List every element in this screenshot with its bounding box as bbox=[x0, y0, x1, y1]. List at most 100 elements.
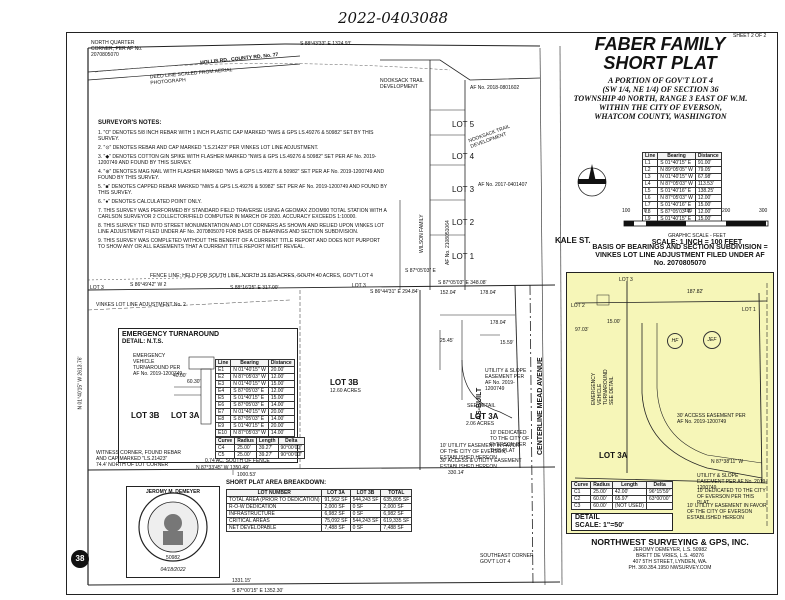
table-cell: 14.00' bbox=[267, 401, 295, 409]
table-cell: 113.53' bbox=[694, 180, 722, 188]
detail-dim: N 87°38'11" W bbox=[711, 459, 744, 465]
table-row: TOTAL AREA (PRIOR TO DEDICATION)91,562 S… bbox=[225, 496, 413, 504]
desc-line: WITHIN THE CITY OF EVERSON, bbox=[599, 103, 722, 112]
table-cell: 90°00'00" bbox=[277, 444, 305, 452]
wilson-family-label: WILSON FAMILY bbox=[419, 214, 425, 253]
graphic-scale: 100 0 100 200 300 GRAPHIC SCALE - FEET S… bbox=[622, 208, 772, 247]
table-cell: 25.00' bbox=[234, 444, 257, 452]
emergency-label: EMERGENCY VEHICLE TURNAROUND PER AF No. … bbox=[133, 353, 183, 377]
sheet-label: SHEET 2 OF 2 bbox=[733, 33, 767, 39]
bearing-b4: S 86°49'42" W 2 bbox=[130, 282, 167, 288]
surveyor-notes-heading: SURVEYOR'S NOTES: bbox=[98, 120, 162, 126]
detail-linework bbox=[574, 281, 768, 528]
bearing-b10: 152.04' bbox=[440, 290, 457, 296]
note-item: 2. "⊙" DENOTES REBAR AND CAP MARKED "LS.… bbox=[98, 145, 319, 151]
table-cell: NET DEVELOPABLE bbox=[225, 524, 323, 532]
table-cell: C2 bbox=[570, 495, 592, 503]
table-cell: E6 bbox=[214, 401, 232, 409]
bearing-b11: 178.04' bbox=[480, 290, 497, 296]
bearing-b14: N 01°40'15" W 2613.76' bbox=[77, 356, 84, 410]
title-description: A PORTION OF GOV'T LOT 4 (SW 1/4, NE 1/4… bbox=[568, 76, 753, 121]
af-mid-label: AF No. 2017-0401407 bbox=[478, 182, 528, 188]
detail-utility-10: 10' UTILITY EASEMENT IN FAVOR OF THE CIT… bbox=[687, 503, 767, 521]
firm-line: BRETT DE VRIES, L.S. 49276 bbox=[636, 553, 704, 559]
table-cell: L4 bbox=[641, 180, 659, 188]
top-bearing: S 88°43'33" E 1324.93' bbox=[300, 41, 352, 47]
table-cell: R-O-W DEDICATION bbox=[225, 503, 323, 511]
desc-line: A PORTION OF GOV'T LOT 4 bbox=[608, 76, 713, 85]
emergency-title: EMERGENCY TURNAROUND bbox=[122, 331, 220, 338]
col-header: Length bbox=[255, 437, 279, 445]
scale-tick: 300 bbox=[759, 208, 768, 214]
table-cell: 619,335 SF bbox=[380, 517, 413, 525]
lot-3-west-label: LOT 3 bbox=[90, 285, 104, 291]
table-cell: 2,000 SF bbox=[321, 503, 351, 511]
note-item: 3. "◆" DENOTES COTTON GIN SPIKE WITH FLA… bbox=[98, 154, 377, 166]
lot-2-label: LOT 2 bbox=[452, 218, 475, 227]
table-cell: N 87°05'03" W bbox=[657, 180, 696, 188]
table-cell: 20.00' bbox=[267, 366, 295, 374]
table-cell: L6 bbox=[641, 194, 659, 202]
scale-ticks: 100 0 100 200 300 bbox=[622, 208, 772, 215]
note-item: 4. "⊕" DENOTES MAG NAIL WITH FLASHER MAR… bbox=[98, 169, 385, 181]
dedicated-label: 10' DEDICATED TO THE CITY OF EVERSON PER… bbox=[490, 430, 530, 454]
table-cell: 7,488 SF bbox=[380, 524, 413, 532]
detail-lot-3a: LOT 3A bbox=[599, 451, 628, 460]
detail-lot-3a: LOT 3A bbox=[171, 411, 200, 420]
southeast-corner-label: SOUTHEAST CORNER GOV'T LOT 4 bbox=[480, 553, 534, 565]
table-cell: E5 bbox=[214, 394, 232, 402]
table-cell: E4 bbox=[214, 387, 232, 395]
table-cell: 20.00' bbox=[267, 422, 295, 430]
lot-3b-label: LOT 3B bbox=[330, 378, 359, 387]
table-cell: L2 bbox=[641, 166, 659, 174]
lot-4-label: LOT 4 bbox=[452, 152, 475, 161]
detail-dim: 15.00' bbox=[607, 319, 621, 325]
col-header: Line bbox=[641, 152, 659, 160]
basis-of-bearings-note: BASIS OF BEARINGS AND SECTION SUBDIVISIO… bbox=[592, 244, 768, 267]
firm-line: 407 5TH STREET, LYNDEN, WA. bbox=[632, 559, 708, 565]
scale-tick: 100 bbox=[684, 208, 693, 214]
table-cell: 15.00' bbox=[267, 394, 295, 402]
bearing-b6: S 87°00'15" E 1352.30' bbox=[232, 588, 284, 594]
bearing-b2: S 86°44'31" E 294.84' bbox=[370, 289, 419, 295]
nooksack-trail-label: NOOKSACK TRAIL DEVELOPMENT bbox=[380, 78, 424, 90]
lot-3-dev-label: LOT 3 bbox=[452, 185, 475, 194]
bearing-b5: N 87°33'45" W 1350.49' bbox=[196, 465, 249, 471]
table-cell: 0 SF bbox=[349, 503, 382, 511]
table-cell: 12.00' bbox=[267, 387, 295, 395]
stamp-name: JEROMY M. DEMEYER bbox=[145, 489, 201, 495]
bearing-b8: 1000.53' bbox=[237, 472, 257, 478]
scale-tick: 200 bbox=[722, 208, 731, 214]
bearing-b1: S 87°05'03" E 348.08' bbox=[438, 280, 487, 286]
turnaround-dim: 60.30' bbox=[187, 379, 201, 385]
table-cell: 635,805 SF bbox=[380, 496, 413, 504]
detail-lot-1: LOT 1 bbox=[742, 307, 756, 313]
detail-dedicated: 10' DEDICATED TO THE CITY OF EVERSON PER… bbox=[697, 488, 766, 506]
table-cell: 75,092 SF bbox=[321, 517, 351, 525]
note-item: 8. THIS SURVEY TIED INTO STREET MONUMENT… bbox=[98, 223, 385, 235]
detail-lot-3b: LOT 3B bbox=[131, 411, 160, 420]
col-header: Line bbox=[214, 359, 232, 367]
table-cell: 60.00' bbox=[590, 495, 613, 503]
bearing-b9: 330.14' bbox=[448, 470, 465, 476]
table-cell: 138.25' bbox=[694, 187, 722, 195]
vinkes-label: VINKES LOT LINE ADJUSTMENT No. 2 bbox=[96, 302, 186, 308]
table-cell: S 01°40'15" E bbox=[657, 159, 696, 167]
table-cell: N 89°05'05" W bbox=[657, 166, 696, 174]
table-cell: N 01°40'15" W bbox=[230, 380, 269, 388]
table-cell: 90°00'00" bbox=[277, 451, 305, 459]
col-header: Curve bbox=[214, 437, 236, 445]
turnaround-dim: 40.00' bbox=[173, 373, 187, 379]
scale-graphic-label: GRAPHIC SCALE - FEET bbox=[668, 233, 726, 239]
